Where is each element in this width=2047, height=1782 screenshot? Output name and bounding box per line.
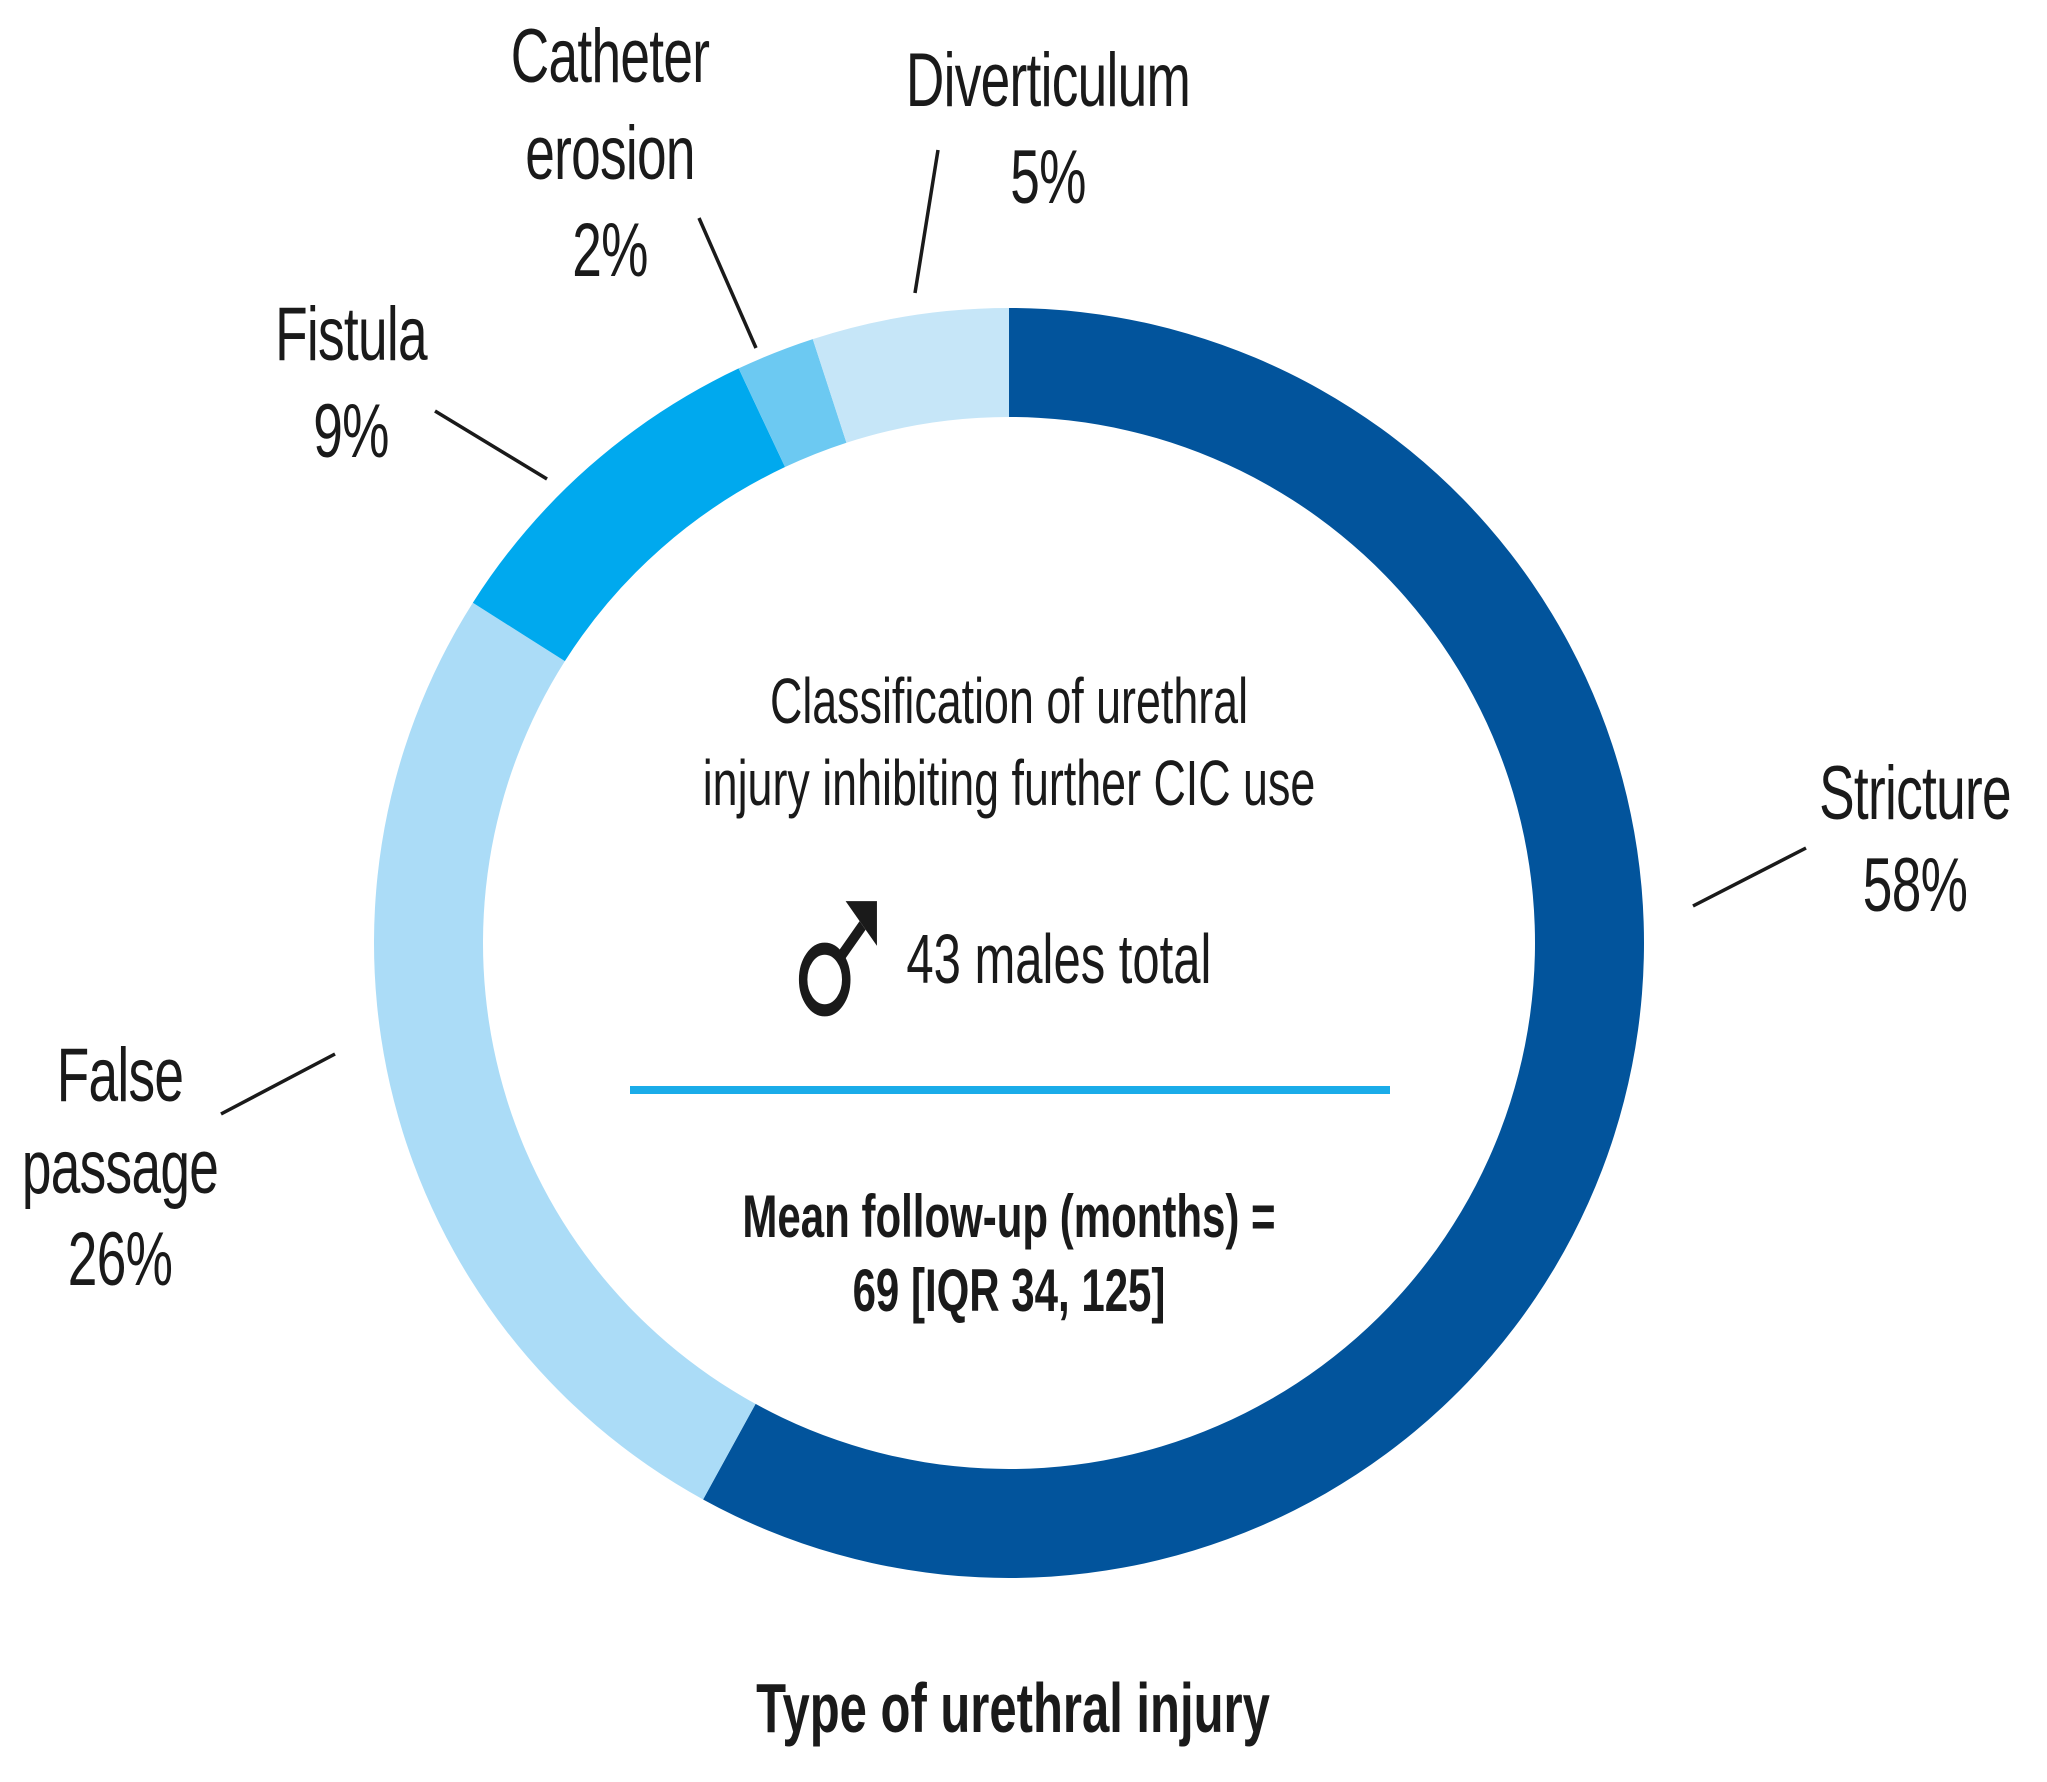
catheter-erosion-label-line: erosion	[525, 111, 695, 196]
catheter-erosion-label-line: Catheter	[510, 14, 710, 99]
stricture-leader-line	[1692, 846, 1807, 908]
slice-diverticulum	[812, 308, 1009, 443]
slice-catheter-erosion	[738, 339, 847, 468]
false-passage-label-line: passage	[21, 1125, 219, 1210]
catheter-erosion-leader-line	[697, 217, 758, 349]
males-total-row: 43 males total	[710, 900, 1300, 1018]
male-sign-icon	[798, 901, 877, 1017]
false-passage-pct: 26%	[67, 1217, 173, 1302]
label-catheter-erosion: Catheter erosion 2%	[468, 8, 752, 299]
males-total-text: 43 males total	[906, 920, 1212, 998]
label-diverticulum: Diverticulum 5%	[845, 32, 1251, 226]
catheter-erosion-pct: 2%	[572, 208, 648, 293]
label-fistula: Fistula 9%	[243, 286, 460, 480]
label-stricture: Stricture 58%	[1778, 748, 2047, 932]
diverticulum-pct: 5%	[1010, 135, 1086, 220]
diverticulum-label-line: Diverticulum	[905, 38, 1191, 123]
fistula-pct: 9%	[313, 389, 389, 474]
center-divider	[630, 1086, 1390, 1094]
chart-title: Type of urethral injury	[756, 1669, 1270, 1747]
false-passage-leader-line	[220, 1052, 336, 1116]
center-title-line: Classification of urethral	[769, 665, 1249, 737]
fistula-label-line: Fistula	[275, 292, 427, 377]
fistula-leader-line	[434, 409, 548, 481]
false-passage-label-line: False	[56, 1033, 184, 1118]
followup-text: Mean follow-up (months) = 69 [IQR 34, 12…	[628, 1180, 1390, 1328]
slice-fistula	[472, 368, 786, 662]
slice-false-passage	[373, 602, 756, 1500]
followup-line: Mean follow-up (months) =	[742, 1183, 1276, 1250]
followup-line: 69 [IQR 34, 125]	[852, 1257, 1166, 1324]
stricture-pct: 58%	[1862, 843, 1968, 928]
center-title: Classification of urethral injury inhibi…	[571, 660, 1446, 824]
donut-ring	[373, 308, 1644, 1578]
slice-stricture	[703, 308, 1644, 1578]
stricture-label-line: Stricture	[1819, 751, 2011, 836]
diverticulum-leader-line	[913, 149, 940, 294]
center-title-line: injury inhibiting further CIC use	[702, 747, 1316, 819]
label-false-passage: False passage 26%	[0, 1030, 260, 1306]
